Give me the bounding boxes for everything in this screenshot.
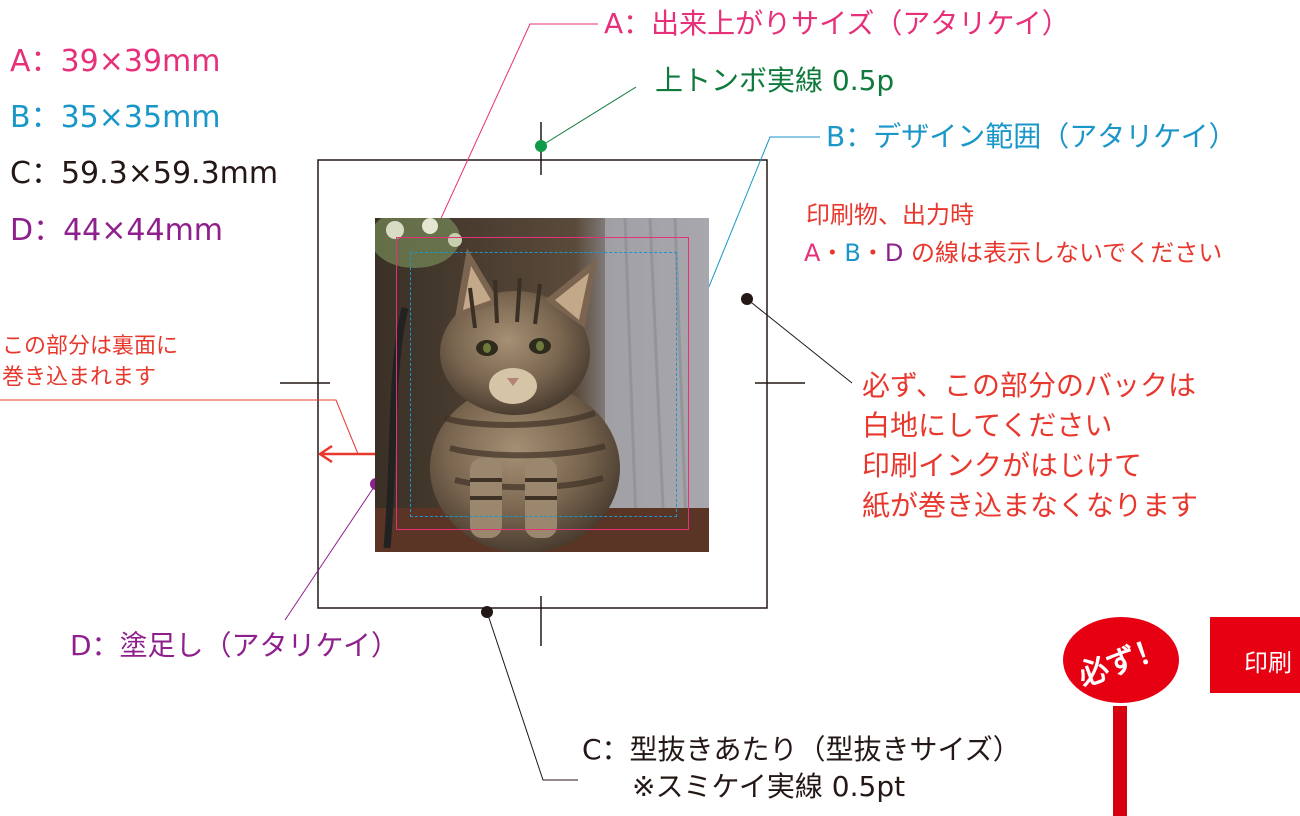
- trim-pointer-line: [540, 86, 637, 147]
- trim-pointer-dot: [535, 140, 547, 152]
- cat-illustration: [375, 218, 709, 552]
- b-design-frame: [410, 252, 677, 517]
- back-note-line3: 印刷インクがはじけて: [862, 449, 1143, 482]
- d-pointer-line: [284, 483, 377, 621]
- wrap-arrow-left-head: [317, 444, 333, 464]
- tabby-cat-photo: [375, 218, 709, 552]
- b-design-label: B：デザイン範囲（アタリケイ）: [826, 120, 1237, 153]
- legend-a: A：39×39mm: [10, 44, 221, 79]
- back-note-line1: 必ず、この部分のバックは: [862, 369, 1197, 402]
- c-die-label-line1: C：型抜きあたり（型抜きサイズ）: [582, 733, 1021, 766]
- c-pointer-dot: [481, 606, 493, 618]
- back-pointer-line: [746, 298, 853, 384]
- legend-d: D：44×44mm: [10, 213, 224, 248]
- d-bleed-label: D：塗足し（アタリケイ）: [70, 629, 400, 662]
- back-pointer-dot: [741, 293, 753, 305]
- print-note-line1: 印刷物、出力時: [806, 201, 974, 229]
- print-banner-text: 印刷: [1244, 649, 1292, 677]
- c-die-label-line2: ※スミケイ実線 0.5pt: [632, 770, 906, 803]
- wrap-pointer-line: [0, 399, 359, 455]
- must-badge-shape: 必ず！: [1063, 617, 1179, 703]
- a-pointer-line: [398, 23, 598, 311]
- trim-mark-label: 上トンボ実線 0.5p: [655, 64, 895, 97]
- wrap-note-line2: 巻き込まれます: [2, 365, 157, 390]
- legend-b: B：35×35mm: [10, 100, 221, 135]
- print-note-line2: A・B・D の線は表示しないでください: [804, 239, 1223, 267]
- legend-c: C：59.3×59.3mm: [10, 156, 279, 191]
- a-finish-frame: [396, 237, 689, 530]
- print-banner: 印刷: [1210, 617, 1300, 693]
- a-finish-label: A：出来上がりサイズ（アタリケイ）: [604, 7, 1070, 40]
- must-badge: 必ず！: [1062, 616, 1180, 704]
- c-pointer-line: [486, 611, 578, 781]
- back-note-line4: 紙が巻き込まなくなります: [862, 489, 1199, 522]
- back-note-line2: 白地にしてください: [862, 409, 1113, 442]
- wrap-note-line1: この部分は裏面に: [2, 334, 179, 359]
- c-die-cut-frame: [317, 159, 768, 609]
- badge-pole: [1113, 706, 1127, 816]
